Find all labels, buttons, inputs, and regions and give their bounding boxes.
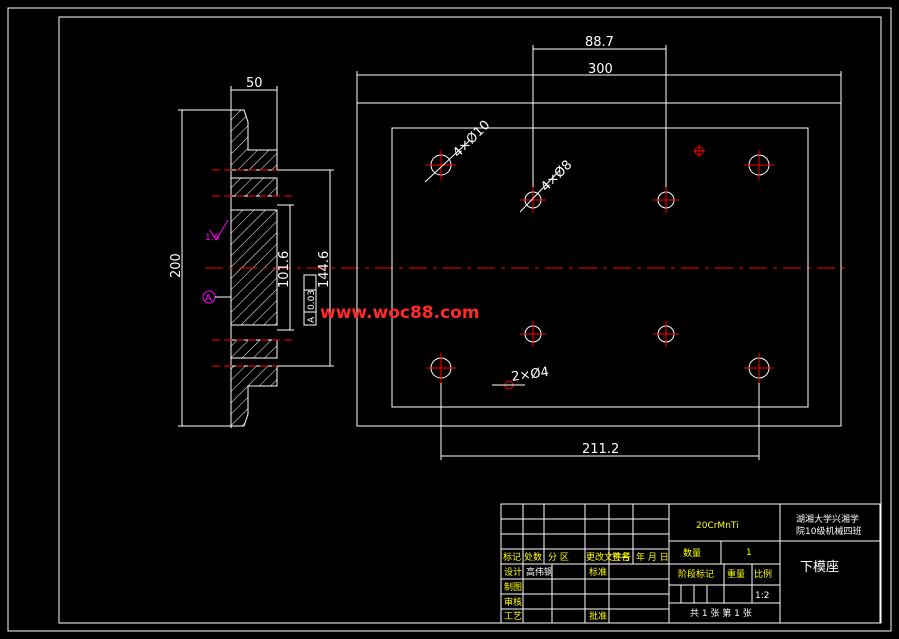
title-block-text: 20CrMnTi 湖湘大学兴湘学 院10级机械四班 下模座 数量 1 阶段标记 … [503,513,861,622]
roughness-label: 1.6 [205,233,220,243]
title-block [500,503,881,624]
label-4x8: 4×Ø8 [538,158,575,195]
dim-144-6: 144.6 [317,251,332,288]
dim-211-2: 211.2 [582,442,619,457]
rev-h5: 年 月 日 [636,551,669,563]
sheet-info: 共 1 张 第 1 张 [690,607,752,619]
row-process: 工艺 [504,611,522,622]
school-line2: 院10级机械四班 [796,525,861,537]
datum-a: A [205,293,212,304]
rev-h0: 标记 [503,551,521,563]
row-design: 设计 [504,566,522,578]
scale-label: 比例 [754,568,772,580]
quantity-label: 数量 [683,547,701,559]
label-4x10: 4×Ø10 [450,118,493,161]
scale-value: 1:2 [755,591,769,601]
plan-view: 88.7 300 211.2 [320,35,842,460]
tol-datum: A [307,316,317,323]
inner-frame [58,16,882,624]
side-view: 50 200 101.6 144.6 0.03 A 1.6 A [169,76,850,428]
dim-200: 200 [169,253,184,278]
row-review: 审核 [504,596,522,608]
label-2x4: 2×Ø4 [510,365,549,385]
school-line1: 湖湘大学兴湘学 [796,513,859,525]
designer: 高伟钢 [526,566,553,578]
weight-label: 重量 [727,568,745,580]
row-approve: 批准 [589,610,607,622]
row-standard: 标准 [589,566,607,578]
rev-h3: 更改文件号 [586,551,631,563]
part-name: 下模座 [800,560,839,575]
dim-50: 50 [246,76,263,91]
dim-300: 300 [588,62,613,77]
row-draw: 制图 [504,581,522,593]
watermark: www.woc88.com [320,303,480,323]
rev-h2: 分 区 [548,552,569,563]
stage-label: 阶段标记 [678,568,714,580]
dim-101-6: 101.6 [277,251,292,288]
rev-h1: 处数 [524,551,542,563]
tol-value: 0.03 [307,290,317,310]
material: 20CrMnTi [696,521,739,531]
rev-h4: 签名 [612,551,630,563]
quantity-value: 1 [746,548,752,558]
outer-frame [7,7,892,632]
dim-88-7: 88.7 [585,35,614,50]
